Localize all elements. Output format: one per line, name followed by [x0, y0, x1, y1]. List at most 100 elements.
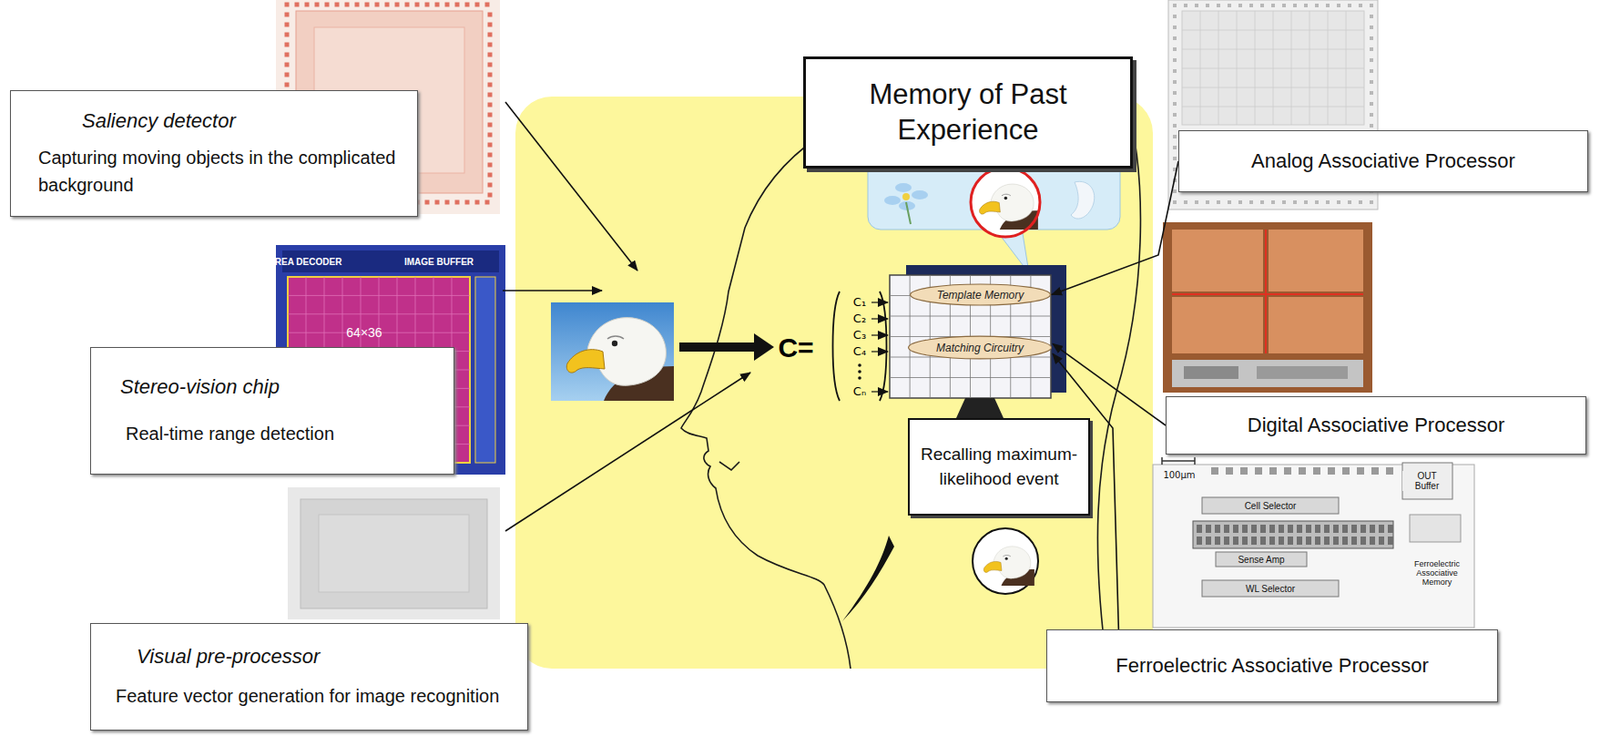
memory-image [1070, 181, 1095, 219]
chip-photo [488, 92, 493, 98]
chip-photo [1172, 80, 1177, 84]
chip-photo [1360, 524, 1366, 533]
chip-photo [1182, 10, 1365, 125]
circuit-oval: Matching Circuitry [907, 335, 1053, 360]
chip-photo [1278, 536, 1285, 545]
chip-photo [1172, 14, 1177, 19]
chip-photo [1293, 3, 1297, 8]
chip-caption-box: Visual pre-processorFeature vector gener… [90, 622, 529, 731]
chip-photo [1172, 47, 1177, 51]
box-heading: Stereo-vision chip [103, 374, 441, 401]
block-label: WL Selector [1243, 583, 1297, 594]
chip-photo [1342, 524, 1348, 533]
chip-photo [1409, 514, 1461, 542]
memory-title-box: Memory of Past Experience [803, 56, 1133, 169]
chip-photo [1172, 134, 1177, 139]
input-photo [566, 317, 674, 401]
chip-photo [1236, 10, 1238, 125]
chip-photo [1249, 3, 1254, 8]
chip-photo [1205, 3, 1210, 8]
chip-photo [1342, 536, 1348, 545]
chip-photo [1192, 520, 1394, 549]
chip-photo [1324, 524, 1330, 533]
chip-photo [1304, 200, 1308, 204]
chip-photo [1172, 123, 1177, 128]
chip-photo [488, 42, 493, 48]
chip-photo [1358, 200, 1363, 204]
vector-symbol: C= [777, 332, 814, 363]
chip-photo [300, 499, 488, 609]
chip-photo [1260, 3, 1264, 8]
chip-photo [1249, 200, 1254, 204]
chip-photo [318, 514, 469, 592]
chip-photo [415, 2, 420, 8]
chip-photo [1152, 464, 1475, 628]
vector-bracket [833, 291, 841, 401]
chip-photo [1369, 112, 1374, 117]
chip-photo [475, 200, 480, 205]
chip-photo [1314, 200, 1319, 204]
chip-photo [1182, 106, 1365, 108]
chip-photo [1254, 10, 1256, 125]
chip-photo [1218, 10, 1220, 125]
chip-photo [488, 82, 493, 88]
chip-photo [1233, 536, 1239, 545]
chip-photo [425, 200, 430, 205]
chip-photo [1305, 524, 1312, 533]
chip-photo [1214, 536, 1221, 545]
chip-photo [1325, 200, 1330, 204]
chip-photo [1215, 551, 1307, 567]
chip-photo [1385, 467, 1394, 475]
chip-photo [287, 295, 470, 296]
chip-photo [1152, 457, 1475, 628]
chip-photo [295, 2, 300, 8]
chip-photo [425, 2, 430, 8]
processor-box: Analog Associative Processor [1178, 130, 1589, 193]
box-heading: Visual pre-processor [103, 643, 515, 671]
vector-dots [857, 369, 862, 374]
chip-photo [488, 122, 493, 128]
chip-photo [385, 2, 390, 8]
chip-photo [1269, 536, 1275, 545]
chip-photo [475, 276, 496, 463]
chip-photo [488, 112, 493, 118]
vector-element: C₄ [853, 345, 867, 358]
chip-photo [285, 32, 290, 38]
chip-photo [445, 2, 450, 8]
chip-photo [1291, 10, 1293, 125]
chip-photo [1269, 467, 1277, 475]
box-text: Memory of Past Experience [815, 77, 1122, 149]
chip-photo [1242, 536, 1248, 545]
chip-photo [1327, 10, 1329, 125]
chip-photo [1347, 3, 1352, 8]
box-text: Analog Associative Processor [1251, 149, 1516, 174]
chip-photo [1293, 200, 1297, 204]
chip-photo [1238, 200, 1243, 204]
chip-photo [1194, 3, 1199, 8]
chip-photo [1251, 536, 1257, 545]
chip-photo [1369, 14, 1374, 19]
chip-photo [1278, 524, 1285, 533]
chip-photo [1296, 524, 1303, 533]
chip-photo [1182, 87, 1365, 89]
chip-photo [1369, 3, 1374, 8]
chip-photo [488, 72, 493, 78]
processor-box: Ferroelectric Associative Processor [1046, 629, 1499, 703]
chip-photo [1358, 3, 1363, 8]
chip-photo [1369, 200, 1374, 204]
matching-grid [889, 315, 1051, 317]
chip-photo [1172, 91, 1177, 95]
chip-photo [1216, 3, 1221, 8]
memory-oval: Template Memory [908, 283, 1052, 306]
chip-photo [1183, 200, 1188, 204]
oval-outline [908, 336, 1052, 359]
chip-photo [1171, 359, 1364, 388]
chip-photo [1369, 25, 1374, 30]
box-text: Digital Associative Processor [1247, 413, 1505, 438]
chip-photo [1172, 25, 1177, 30]
memory-image [895, 183, 912, 193]
chip-photo [1171, 229, 1264, 292]
vector-bracket [879, 291, 887, 401]
vector-bracket [833, 291, 887, 401]
chip-photo [1205, 524, 1212, 533]
